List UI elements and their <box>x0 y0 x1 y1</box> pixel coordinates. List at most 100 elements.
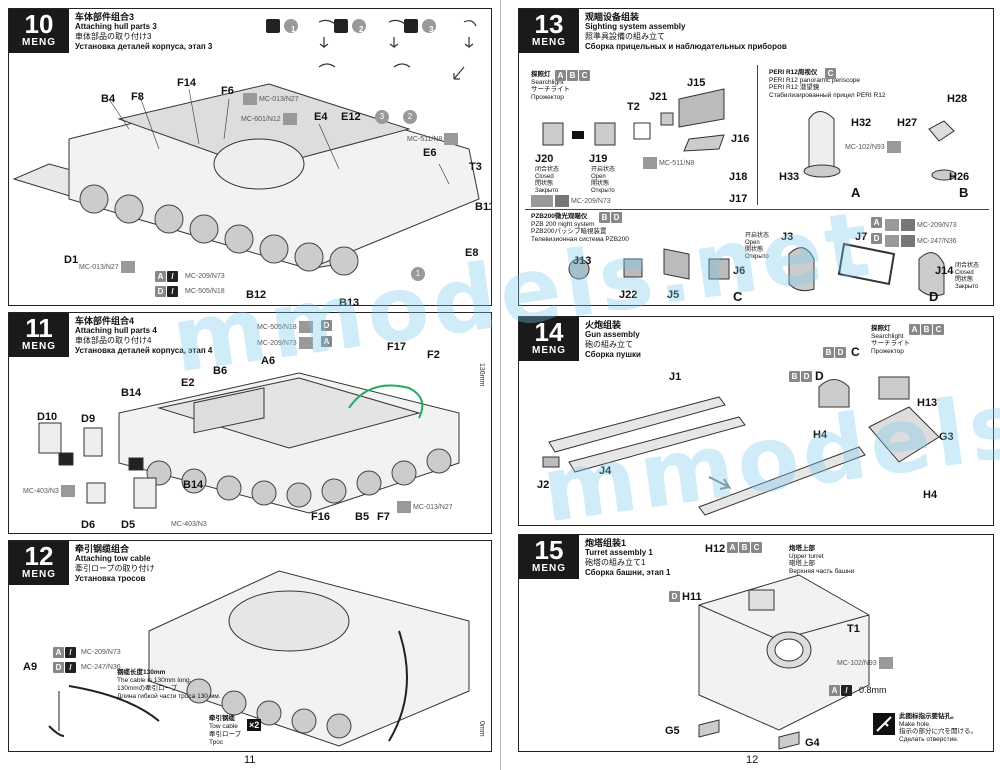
turret-drawing <box>698 574 870 750</box>
part-label-b12: B12 <box>246 289 267 301</box>
paint-code: MC-013/N27 <box>397 501 453 513</box>
part-label-e8: E8 <box>465 247 479 259</box>
variant-badge-d: D <box>669 591 681 602</box>
step-14-panel: 14 MENG 火炮组装 Gun assembly 砲の組み立て Сборка … <box>518 316 994 526</box>
part-label-d10: D10 <box>37 411 58 423</box>
part-label-g4: G4 <box>805 737 820 749</box>
hull-drawing <box>12 83 480 276</box>
qty-circle: 2 <box>403 110 417 124</box>
quantity-icons <box>266 19 477 80</box>
variant-badge-a: A <box>871 217 883 228</box>
step-number-badge: 11 MENG <box>9 313 69 357</box>
pzb-note: PZB200微光观瞄仪 PZB 200 night system PZB200パ… <box>531 213 629 243</box>
variant-badge-d: D <box>321 320 333 331</box>
part-label-h4: H4 <box>923 489 938 501</box>
page-divider <box>500 0 501 770</box>
brand-label: MENG <box>532 563 566 574</box>
part-label-j7: J7 <box>855 231 868 243</box>
step-number: 12 <box>24 541 54 571</box>
periscope-drawing <box>803 111 957 181</box>
part-label-g3: G3 <box>939 431 954 443</box>
variant-label-a: A <box>851 185 861 200</box>
part-label-e2: E2 <box>181 377 195 389</box>
part-label-b14: B14 <box>121 387 142 399</box>
title-ja: 照準具設備の組み立て <box>585 32 665 41</box>
part-label-j20: J20 <box>535 153 554 165</box>
variant-label-c: C <box>851 345 860 359</box>
part-label-j17: J17 <box>729 193 748 205</box>
part-label-j6: J6 <box>733 265 746 277</box>
brand-label: MENG <box>532 345 566 356</box>
title-ja: 砲の組み立て <box>585 340 633 349</box>
step-number-badge: 10 MENG <box>9 9 69 53</box>
page-number-left: 11 <box>244 754 256 766</box>
part-label-h32: H32 <box>851 117 872 129</box>
paint-code: MC-209/N73 <box>531 195 611 207</box>
step-number: 13 <box>534 9 564 39</box>
step-number: 14 <box>534 317 564 347</box>
paint-code: MC-511/N8 <box>407 133 460 145</box>
gun-drawing <box>542 376 940 516</box>
part-label-a6: A6 <box>261 355 276 367</box>
part-label-t1: T1 <box>847 623 860 635</box>
paint-code: MC-209/N73 <box>81 649 121 656</box>
page-number-right: 12 <box>746 754 759 766</box>
step-number-badge: 12 MENG <box>9 541 69 585</box>
searchlight-note: 探照灯 Searchlight サーチライト Прожектор <box>871 325 910 355</box>
part-label-h33: H33 <box>779 171 800 183</box>
qty-x3: 3 <box>429 25 434 34</box>
step-title: 车体部件组合3 Attaching hull parts 3 車体部品の取り付け… <box>75 12 212 52</box>
step-title: 车体部件组合4 Attaching hull parts 4 車体部品の取り付け… <box>75 316 212 356</box>
part-label-f7: F7 <box>377 511 390 523</box>
part-label-j21: J21 <box>649 91 668 103</box>
qty-x2: 2 <box>359 25 364 34</box>
drill-icon <box>873 713 895 735</box>
pzb-drawing <box>568 248 730 280</box>
make-hole-note: 此图标指示要钻孔。 Make hole. 指示の部分に穴を開ける。 Сделат… <box>899 713 977 743</box>
step-title: 观瞄设备组装 Sighting system assembly 照準具設備の組み… <box>585 12 787 52</box>
part-label-h28: H28 <box>947 93 968 105</box>
pzb-open-drawing <box>788 242 945 297</box>
variant-label-b: B <box>959 185 969 200</box>
part-label-f8: F8 <box>131 91 144 103</box>
title-zh: 牵引钢缆组合 <box>75 544 130 554</box>
title-ru: Установка деталей корпуса, этап 3 <box>75 42 213 51</box>
step-title: 牵引钢缆组合 Attaching tow cable 牽引ロープの取り付け Ус… <box>75 544 155 584</box>
title-ru: Установка деталей корпуса, этап 4 <box>75 346 213 355</box>
part-label-e4: E4 <box>314 111 328 123</box>
drill-size: 0.8mm <box>859 685 887 695</box>
paint-code: MC-209/N73 <box>885 219 957 231</box>
tow-cable-drawing <box>48 685 160 737</box>
variant-badge-c: C <box>825 68 837 79</box>
variant-label-c: C <box>733 289 743 304</box>
part-label-h27: H27 <box>897 117 918 129</box>
title-zh: 炮塔组装1 <box>585 538 627 548</box>
title-ja: 牽引ロープの取り付け <box>75 564 155 573</box>
variant-badge-a: A <box>321 336 333 347</box>
searchlight-drawing <box>542 88 725 152</box>
peri-note: PERI R12周视仪 PERI R12 panoramic periscope… <box>769 69 886 99</box>
step-number-badge: 15 MENG <box>519 535 579 579</box>
title-zh: 车体部件组合4 <box>75 316 135 326</box>
step-12-panel: 12 MENG 牵引钢缆组合 Attaching tow cable 牽引ロープ… <box>8 540 492 752</box>
part-label-g5: G5 <box>665 725 680 737</box>
title-en: Attaching hull parts 4 <box>75 326 157 335</box>
paint-code: MC-102/N93 <box>845 141 903 153</box>
paint-code: MC-013/N27 <box>243 93 299 105</box>
part-label-h26: H26 <box>949 171 970 183</box>
step-number: 15 <box>534 535 564 565</box>
paint-code: MC-209/N73 <box>185 273 225 280</box>
title-ru: Сборка пушки <box>585 350 641 359</box>
paint-code: MC-601/N12 <box>241 113 299 125</box>
paint-code: MC-511/N8 <box>643 157 694 169</box>
part-label-d6: D6 <box>81 519 96 531</box>
tow-qty: ×2 <box>247 719 262 731</box>
title-zh: 火炮组装 <box>585 320 622 330</box>
title-ja: 車体部品の取り付け4 <box>75 336 152 345</box>
part-label-b4: B4 <box>101 93 116 105</box>
